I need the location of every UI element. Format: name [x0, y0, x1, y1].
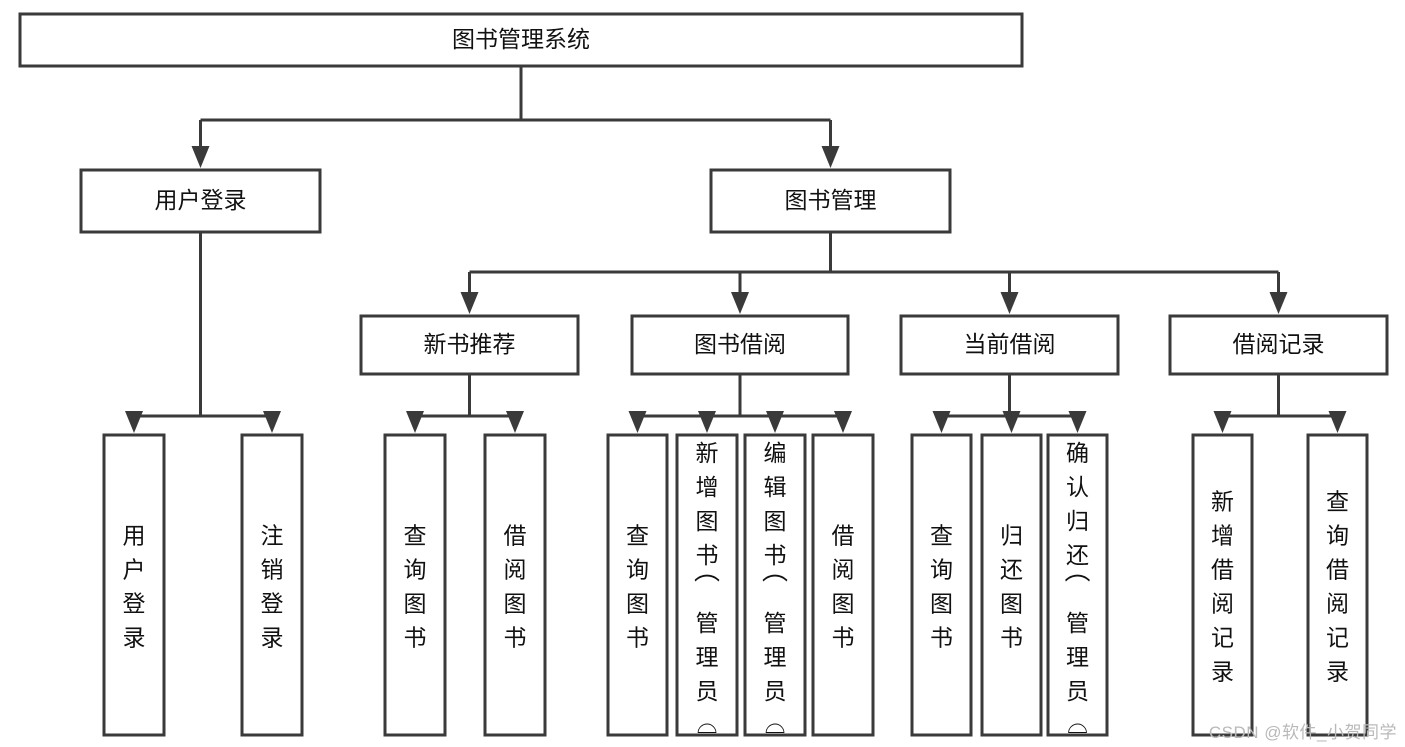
arrow-head-icon	[628, 411, 647, 433]
node-label-vertical: 用户登录	[123, 523, 146, 651]
node-box[interactable]	[811, 433, 875, 737]
node-box[interactable]	[102, 433, 166, 737]
node-level2-新书推荐[interactable]: 新书推荐	[359, 314, 580, 376]
node-leaf-借阅图书[interactable]: 借阅图书	[483, 433, 547, 737]
node-box[interactable]	[743, 433, 807, 737]
node-box[interactable]	[1046, 433, 1109, 737]
node-root-图书管理系统[interactable]: 图书管理系统	[18, 12, 1024, 68]
arrow-head-icon	[406, 411, 424, 433]
arrow-head-icon	[1002, 411, 1021, 433]
node-label-vertical: 借阅图书	[504, 523, 527, 651]
node-box[interactable]	[483, 433, 547, 737]
arrow-head-icon	[698, 411, 716, 433]
node-label: 当前借阅	[964, 331, 1056, 357]
node-box[interactable]	[79, 168, 322, 234]
node-box[interactable]	[910, 433, 973, 737]
node-level2-借阅记录[interactable]: 借阅记录	[1168, 314, 1389, 376]
node-box[interactable]	[359, 314, 580, 376]
node-leaf-查询图书[interactable]: 查询图书	[910, 433, 973, 737]
node-label: 图书管理	[785, 187, 877, 213]
node-leaf-查询图书[interactable]: 查询图书	[383, 433, 447, 737]
node-leaf-查询借阅记录[interactable]: 查询借阅记录	[1306, 433, 1369, 737]
node-label: 新书推荐	[424, 331, 516, 357]
node-box[interactable]	[606, 433, 669, 737]
arrow-head-icon	[766, 411, 784, 433]
node-label-vertical: 借阅图书	[832, 523, 855, 651]
node-label-vertical: 注销登录	[261, 523, 284, 651]
node-label-vertical: 查询图书	[930, 523, 953, 651]
node-label-vertical: 查询借阅记录	[1326, 489, 1349, 685]
node-box[interactable]	[630, 314, 850, 376]
node-label-vertical: 查询图书	[626, 523, 649, 651]
node-leaf-归还图书[interactable]: 归还图书	[980, 433, 1043, 737]
node-boxes: 图书管理系统用户登录图书管理新书推荐图书借阅当前借阅借阅记录用户登录注销登录查询…	[18, 12, 1389, 739]
node-box[interactable]	[980, 433, 1043, 737]
node-label-vertical: 查询图书	[404, 523, 427, 651]
node-box[interactable]	[675, 433, 739, 737]
node-box[interactable]	[18, 12, 1024, 68]
arrow-head-icon	[263, 411, 281, 433]
arrow-head-icon	[460, 292, 479, 314]
node-label-vertical: 新增借阅记录	[1211, 489, 1234, 685]
node-level2-图书借阅[interactable]: 图书借阅	[630, 314, 850, 376]
node-label-vertical: 新增图书⌒管理员⌓	[694, 440, 720, 739]
node-label-vertical: 归还图书	[1000, 523, 1023, 651]
node-leaf-新增借阅记录[interactable]: 新增借阅记录	[1191, 433, 1254, 737]
arrow-head-icon	[1328, 411, 1347, 433]
arrow-head-icon	[1213, 411, 1232, 433]
arrow-head-icon	[932, 411, 951, 433]
node-label-vertical: 确认归还⌒管理员⌓	[1064, 440, 1090, 739]
node-box[interactable]	[1168, 314, 1389, 376]
arrow-head-icon	[1068, 411, 1087, 433]
node-box[interactable]	[240, 433, 304, 737]
node-leaf-注销登录[interactable]: 注销登录	[240, 433, 304, 737]
node-leaf-查询图书[interactable]: 查询图书	[606, 433, 669, 737]
node-level2-当前借阅[interactable]: 当前借阅	[899, 314, 1120, 376]
arrow-head-icon	[821, 146, 840, 168]
node-box[interactable]	[899, 314, 1120, 376]
node-level1-图书管理[interactable]: 图书管理	[709, 168, 952, 234]
arrow-head-icon	[1269, 292, 1288, 314]
node-leaf-借阅图书[interactable]: 借阅图书	[811, 433, 875, 737]
node-level1-用户登录[interactable]: 用户登录	[79, 168, 322, 234]
arrow-head-icon	[731, 292, 749, 314]
node-leaf-确认归还管理员[interactable]: 确认归还⌒管理员⌓	[1046, 433, 1109, 739]
connector-edges	[125, 66, 1347, 433]
node-label-vertical: 编辑图书⌒管理员⌓	[762, 440, 788, 739]
node-box[interactable]	[1191, 433, 1254, 737]
arrow-head-icon	[834, 411, 852, 433]
node-box[interactable]	[709, 168, 952, 234]
node-box[interactable]	[1306, 433, 1369, 737]
node-leaf-新增图书管理员[interactable]: 新增图书⌒管理员⌓	[675, 433, 739, 739]
node-label: 图书借阅	[694, 331, 786, 357]
arrow-head-icon	[506, 411, 524, 433]
arrow-head-icon	[125, 411, 143, 433]
node-label: 图书管理系统	[452, 26, 590, 52]
arrow-head-icon	[191, 146, 210, 168]
arrow-head-icon	[1000, 292, 1019, 314]
node-leaf-用户登录[interactable]: 用户登录	[102, 433, 166, 737]
node-label: 借阅记录	[1233, 331, 1325, 357]
node-box[interactable]	[383, 433, 447, 737]
node-leaf-编辑图书管理员[interactable]: 编辑图书⌒管理员⌓	[743, 433, 807, 739]
node-label: 用户登录	[155, 187, 247, 213]
